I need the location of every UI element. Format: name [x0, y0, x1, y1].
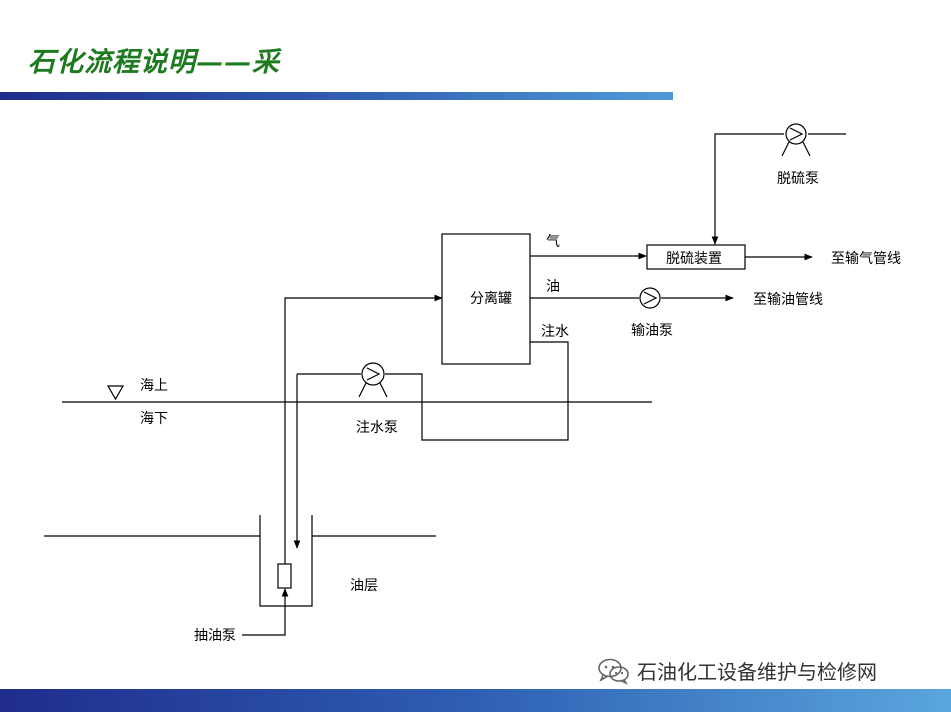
- above-sea-label: 海上: [140, 378, 168, 394]
- desulfur-pump-label: 脱硫泵: [777, 171, 819, 187]
- oil-layer-label: 油层: [350, 578, 378, 594]
- gas-label: 气: [546, 234, 560, 250]
- desulfur-feed-line: [715, 133, 846, 244]
- water-injection-label: 注水: [541, 324, 569, 340]
- to-gas-pipeline-label: 至输气管线: [831, 251, 901, 267]
- production-line-to-separator: [284, 294, 443, 564]
- title-underline-bar: [0, 92, 673, 100]
- water-injection-pump-icon: [358, 362, 388, 398]
- oil-transfer-pump-icon: [639, 287, 661, 309]
- below-sea-label: 海下: [140, 411, 168, 427]
- separator-label: 分离罐: [470, 290, 512, 307]
- water-injection-pump-label: 注水泵: [356, 420, 398, 436]
- oil-extraction-pump-body: [277, 563, 292, 589]
- water-injection-line: [297, 341, 569, 441]
- footer-bar: [0, 689, 951, 712]
- watermark: 石油化工设备维护与检修网: [597, 656, 877, 685]
- to-oil-pipeline-label: 至输油管线: [753, 292, 823, 308]
- water-level-icon: [106, 385, 125, 401]
- oil-extraction-pump-label: 抽油泵: [194, 628, 236, 644]
- slide-title: 石化流程说明——采: [28, 47, 280, 78]
- oil-transfer-pump-label: 输油泵: [631, 323, 673, 339]
- watermark-text: 石油化工设备维护与检修网: [637, 660, 877, 684]
- extraction-pump-suction-line: [242, 588, 289, 636]
- wechat-icon: [598, 658, 629, 685]
- desulfur-pump-icon: [781, 123, 811, 157]
- oil-label: 油: [546, 279, 560, 295]
- separator-tank: [441, 233, 531, 365]
- well-casing: [259, 515, 313, 607]
- desulfurizer-label: 脱硫装置: [666, 251, 722, 267]
